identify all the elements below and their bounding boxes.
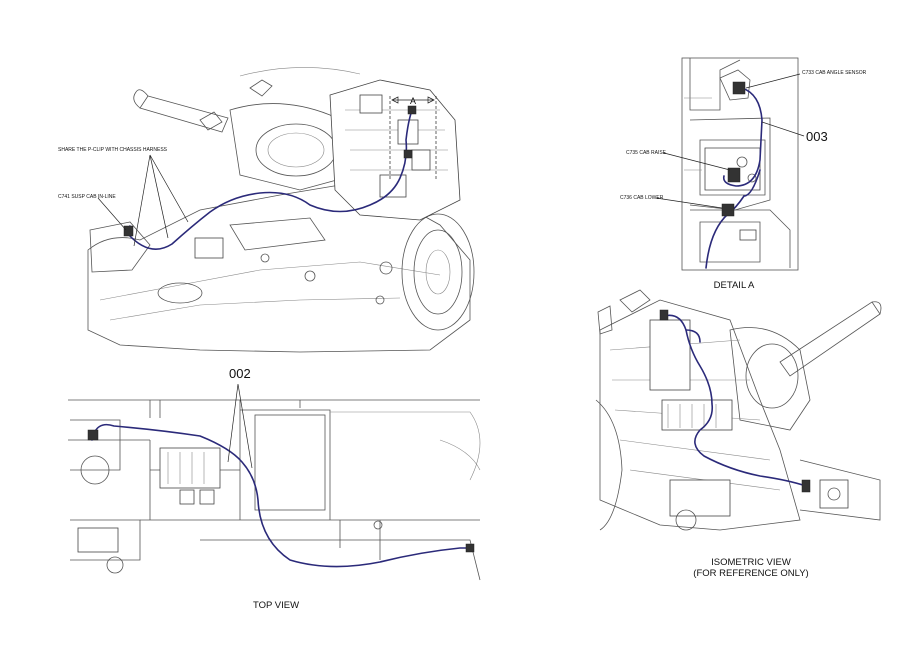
callout-c741: C741 SUSP CAB IN-LINE: [58, 194, 116, 200]
iso-connector-right: [801, 479, 811, 493]
callout-c736: C736 CAB LOWER: [620, 195, 664, 201]
top-view: 002 TOP VIEW: [68, 366, 481, 611]
c733-connector-main: [407, 105, 417, 115]
callout-item-003: 003: [806, 129, 828, 144]
c733-connector-detail: [732, 81, 746, 95]
detail-a-view: C733 CAB ANGLE SENSOR C735 CAB RAISE C73…: [620, 57, 867, 291]
isometric-view: ISOMETRIC VIEW (FOR REFERENCE ONLY): [595, 289, 882, 579]
iso-connector-top: [659, 309, 669, 321]
callout-share-pclip: SHARE THE P-CLIP WITH CHASSIS HARNESS: [58, 147, 168, 153]
caption-isometric-line2: (FOR REFERENCE ONLY): [693, 568, 808, 579]
callout-c735: C735 CAB RAISE: [626, 150, 667, 156]
caption-top-view: TOP VIEW: [253, 600, 299, 611]
topview-connector-left: [87, 429, 99, 441]
callout-c733: C733 CAB ANGLE SENSOR: [802, 70, 867, 76]
main-view: A SHARE THE P-CLIP WITH CHASSIS HARNESS …: [58, 67, 475, 353]
c735-connector: [727, 167, 741, 183]
topview-connector-right: [465, 543, 475, 553]
caption-detail-a: DETAIL A: [714, 280, 755, 291]
callout-item-002: 002: [229, 366, 251, 381]
c741-connector-main: [123, 225, 134, 237]
caption-isometric-line1: ISOMETRIC VIEW: [711, 557, 791, 568]
detail-a-letter: A: [410, 96, 416, 106]
c736-connector: [721, 203, 735, 217]
